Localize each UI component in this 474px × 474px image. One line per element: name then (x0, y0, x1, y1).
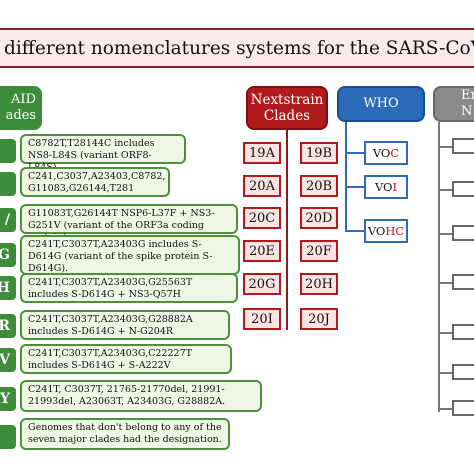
who-category-suffix: HC (385, 224, 405, 238)
gisaid-clade-label: RY (0, 391, 10, 407)
gisaid-clade-cell (0, 172, 16, 196)
who-connector-line (345, 122, 347, 232)
gisaid-clade-desc: C241,C3037,A23403,C8782, G11083,G26144,T… (20, 167, 170, 197)
nextstrain-clade-label: 20C (248, 210, 276, 226)
gisaid-clade-desc: C241T,C3037T,A23403G,G25563T includes S-… (20, 273, 238, 303)
extra-header: Er N (433, 86, 474, 122)
gisaid-clade-label: V (0, 352, 10, 368)
nextstrain-clade-label: 20F (306, 243, 332, 259)
gisaid-clade-desc: Genomes that don't belong to any of the … (20, 418, 230, 450)
nextstrain-clade-label: 20E (248, 243, 276, 259)
gisaid-header-line1: AID (11, 92, 36, 108)
extra-cell (452, 225, 474, 241)
page-title: different nomenclatures systems for the … (4, 37, 474, 59)
nextstrain-clade-label: 19A (249, 145, 275, 161)
gisaid-clade-cell: / (0, 208, 16, 232)
gisaid-clade-desc: C241T, C3037T, 21765-21770del, 21991-219… (20, 380, 262, 412)
who-connector-tick (345, 230, 364, 232)
gisaid-clade-desc-text: C241T,C3037T,A23403G,C22227T includes S-… (28, 348, 192, 371)
gisaid-clade-cell: V (0, 348, 16, 372)
gisaid-header: AID ades (0, 86, 42, 130)
gisaid-clade-desc-text: Genomes that don't belong to any of the … (28, 422, 222, 445)
who-category-suffix: C (390, 146, 400, 160)
extra-connector-line (438, 122, 440, 412)
gisaid-clade-cell (0, 139, 16, 163)
nextstrain-clade-label: 20J (308, 311, 330, 327)
nextstrain-clade-cell: 20D (300, 207, 338, 229)
gisaid-clade-desc-text: C241T,C3037T,A23403G,G28882A includes S-… (28, 314, 193, 337)
nextstrain-clade-cell: 19B (300, 142, 338, 164)
extra-connector-tick (438, 408, 452, 410)
gisaid-clade-desc-text: C241,C3037,A23403,C8782, G11083,G26144,T… (28, 171, 166, 194)
gisaid-clade-cell (0, 425, 16, 449)
gisaid-clade-label: R (0, 318, 10, 334)
who-category-prefix: VO (372, 146, 391, 160)
extra-cell (452, 274, 474, 290)
nextstrain-connector-line (286, 130, 288, 330)
nextstrain-clade-label: 20B (305, 178, 333, 194)
nextstrain-clade-cell: 20G (243, 273, 281, 295)
extra-connector-tick (438, 332, 452, 334)
gisaid-clade-cell: G (0, 243, 16, 267)
nextstrain-clade-cell: 20H (300, 273, 338, 295)
who-connector-tick (345, 186, 364, 188)
gisaid-header-line2: ades (5, 108, 36, 123)
nextstrain-clade-cell: 20C (243, 207, 281, 229)
who-connector-tick (345, 152, 364, 154)
extra-cell (452, 324, 474, 340)
who-category-prefix: VO (367, 224, 386, 238)
extra-connector-tick (438, 189, 452, 191)
extra-connector-tick (438, 146, 452, 148)
nextstrain-header: Nextstrain Clades (246, 86, 328, 130)
nextstrain-clade-label: 20G (248, 276, 276, 292)
gisaid-clade-desc-text: C241T,C3037T,A23403G includes S-D614G (v… (28, 239, 213, 274)
gisaid-clade-desc: C241T,C3037T,A23403G,C22227T includes S-… (20, 344, 232, 374)
gisaid-clade-desc-text: C241T,C3037T,A23403G,G25563T includes S-… (28, 277, 193, 300)
nextstrain-header-line2: Clades (263, 108, 311, 124)
who-header-label: WHO (363, 96, 399, 112)
nextstrain-clade-cell: 19A (243, 142, 281, 164)
nextstrain-clade-cell: 20A (243, 175, 281, 197)
who-category-suffix: I (392, 180, 398, 194)
extra-connector-tick (438, 233, 452, 235)
nextstrain-clade-cell: 20F (300, 240, 338, 262)
nextstrain-clade-cell: 20B (300, 175, 338, 197)
nextstrain-clade-label: 19B (305, 145, 333, 161)
gisaid-clade-desc: G11083T,G26144T NSP6-L37F + NS3-G251V (v… (20, 204, 238, 243)
gisaid-clade-desc: C8782T,T28144C includes NS8-L84S (varian… (20, 134, 186, 173)
extra-cell (452, 138, 474, 154)
gisaid-clade-desc-text: C241T, C3037T, 21765-21770del, 21991-219… (28, 384, 226, 407)
gisaid-clade-desc: C241T,C3037T,A23403G,G28882A includes S-… (20, 310, 230, 340)
extra-header-line1: Er (461, 88, 474, 104)
who-header: WHO (337, 86, 425, 122)
nextstrain-clade-cell: 20J (300, 308, 338, 330)
extra-cell (452, 181, 474, 197)
gisaid-clade-cell: RY (0, 387, 16, 411)
nextstrain-clade-cell: 20E (243, 240, 281, 262)
gisaid-clade-cell: H (0, 276, 16, 300)
nextstrain-clade-label: 20A (249, 178, 275, 194)
extra-connector-tick (438, 282, 452, 284)
extra-header-line2: N (461, 104, 473, 119)
nextstrain-clade-label: 20I (251, 311, 273, 327)
title-banner: different nomenclatures systems for the … (0, 28, 474, 68)
gisaid-clade-desc: C241T,C3037T,A23403G includes S-D614G (v… (20, 235, 240, 275)
nextstrain-clade-label: 20D (305, 210, 333, 226)
nextstrain-header-line1: Nextstrain (250, 91, 324, 108)
extra-connector-tick (438, 372, 452, 374)
gisaid-clade-label: G (0, 247, 10, 263)
nextstrain-clade-label: 20H (305, 276, 333, 292)
who-category-prefix: VO (374, 180, 393, 194)
extra-cell (452, 364, 474, 380)
extra-cell (452, 400, 474, 416)
gisaid-clade-label: H (0, 280, 10, 296)
gisaid-clade-label: / (4, 212, 10, 228)
gisaid-clade-cell: R (0, 314, 16, 338)
nextstrain-clade-cell: 20I (243, 308, 281, 330)
